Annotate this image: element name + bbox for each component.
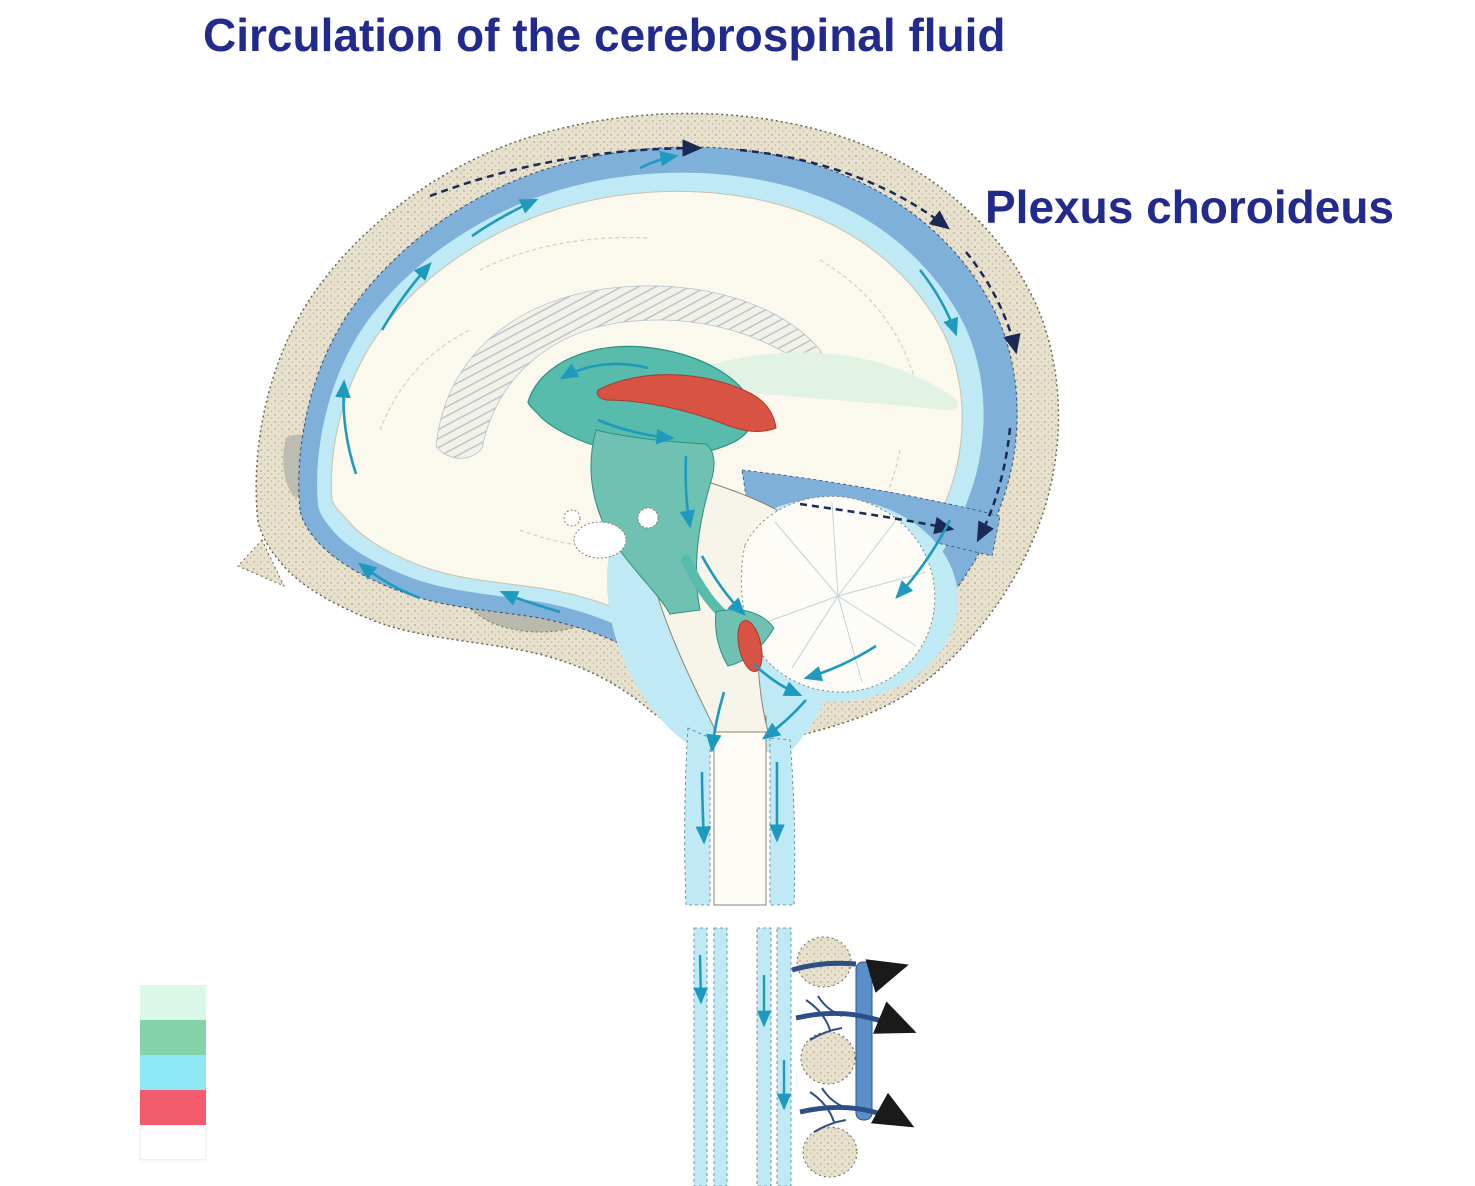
legend-swatch-white xyxy=(140,1125,206,1160)
spinal-column-section xyxy=(693,927,917,1186)
venous-flow-arrows xyxy=(429,139,1021,543)
choroid-plexus xyxy=(596,374,777,673)
vertebral-vein xyxy=(855,961,873,1121)
spinal-cord xyxy=(713,715,767,906)
cerebellum-folia xyxy=(755,501,927,683)
spinal-csf-arrows xyxy=(693,954,792,1111)
pituitary-region xyxy=(563,507,659,559)
vertebra xyxy=(800,1031,856,1085)
label-plexus-choroideus: Plexus choroideus xyxy=(985,181,1395,233)
legend xyxy=(140,985,206,1160)
radicular-veins xyxy=(791,959,917,1128)
legend-swatch-pale-mint xyxy=(140,985,206,1020)
cerebellum xyxy=(740,495,936,693)
vertebra xyxy=(802,1126,858,1178)
legend-swatch-red xyxy=(140,1090,206,1125)
legend-swatch-green xyxy=(140,1020,206,1055)
csf-flow-arrows xyxy=(335,150,958,845)
legend-swatch-cyan xyxy=(140,1055,206,1090)
upper-spinal-canal xyxy=(684,715,796,906)
pale-csf-wisp xyxy=(698,352,958,411)
page-title: Circulation of the cerebrospinal fluid xyxy=(203,9,1006,61)
